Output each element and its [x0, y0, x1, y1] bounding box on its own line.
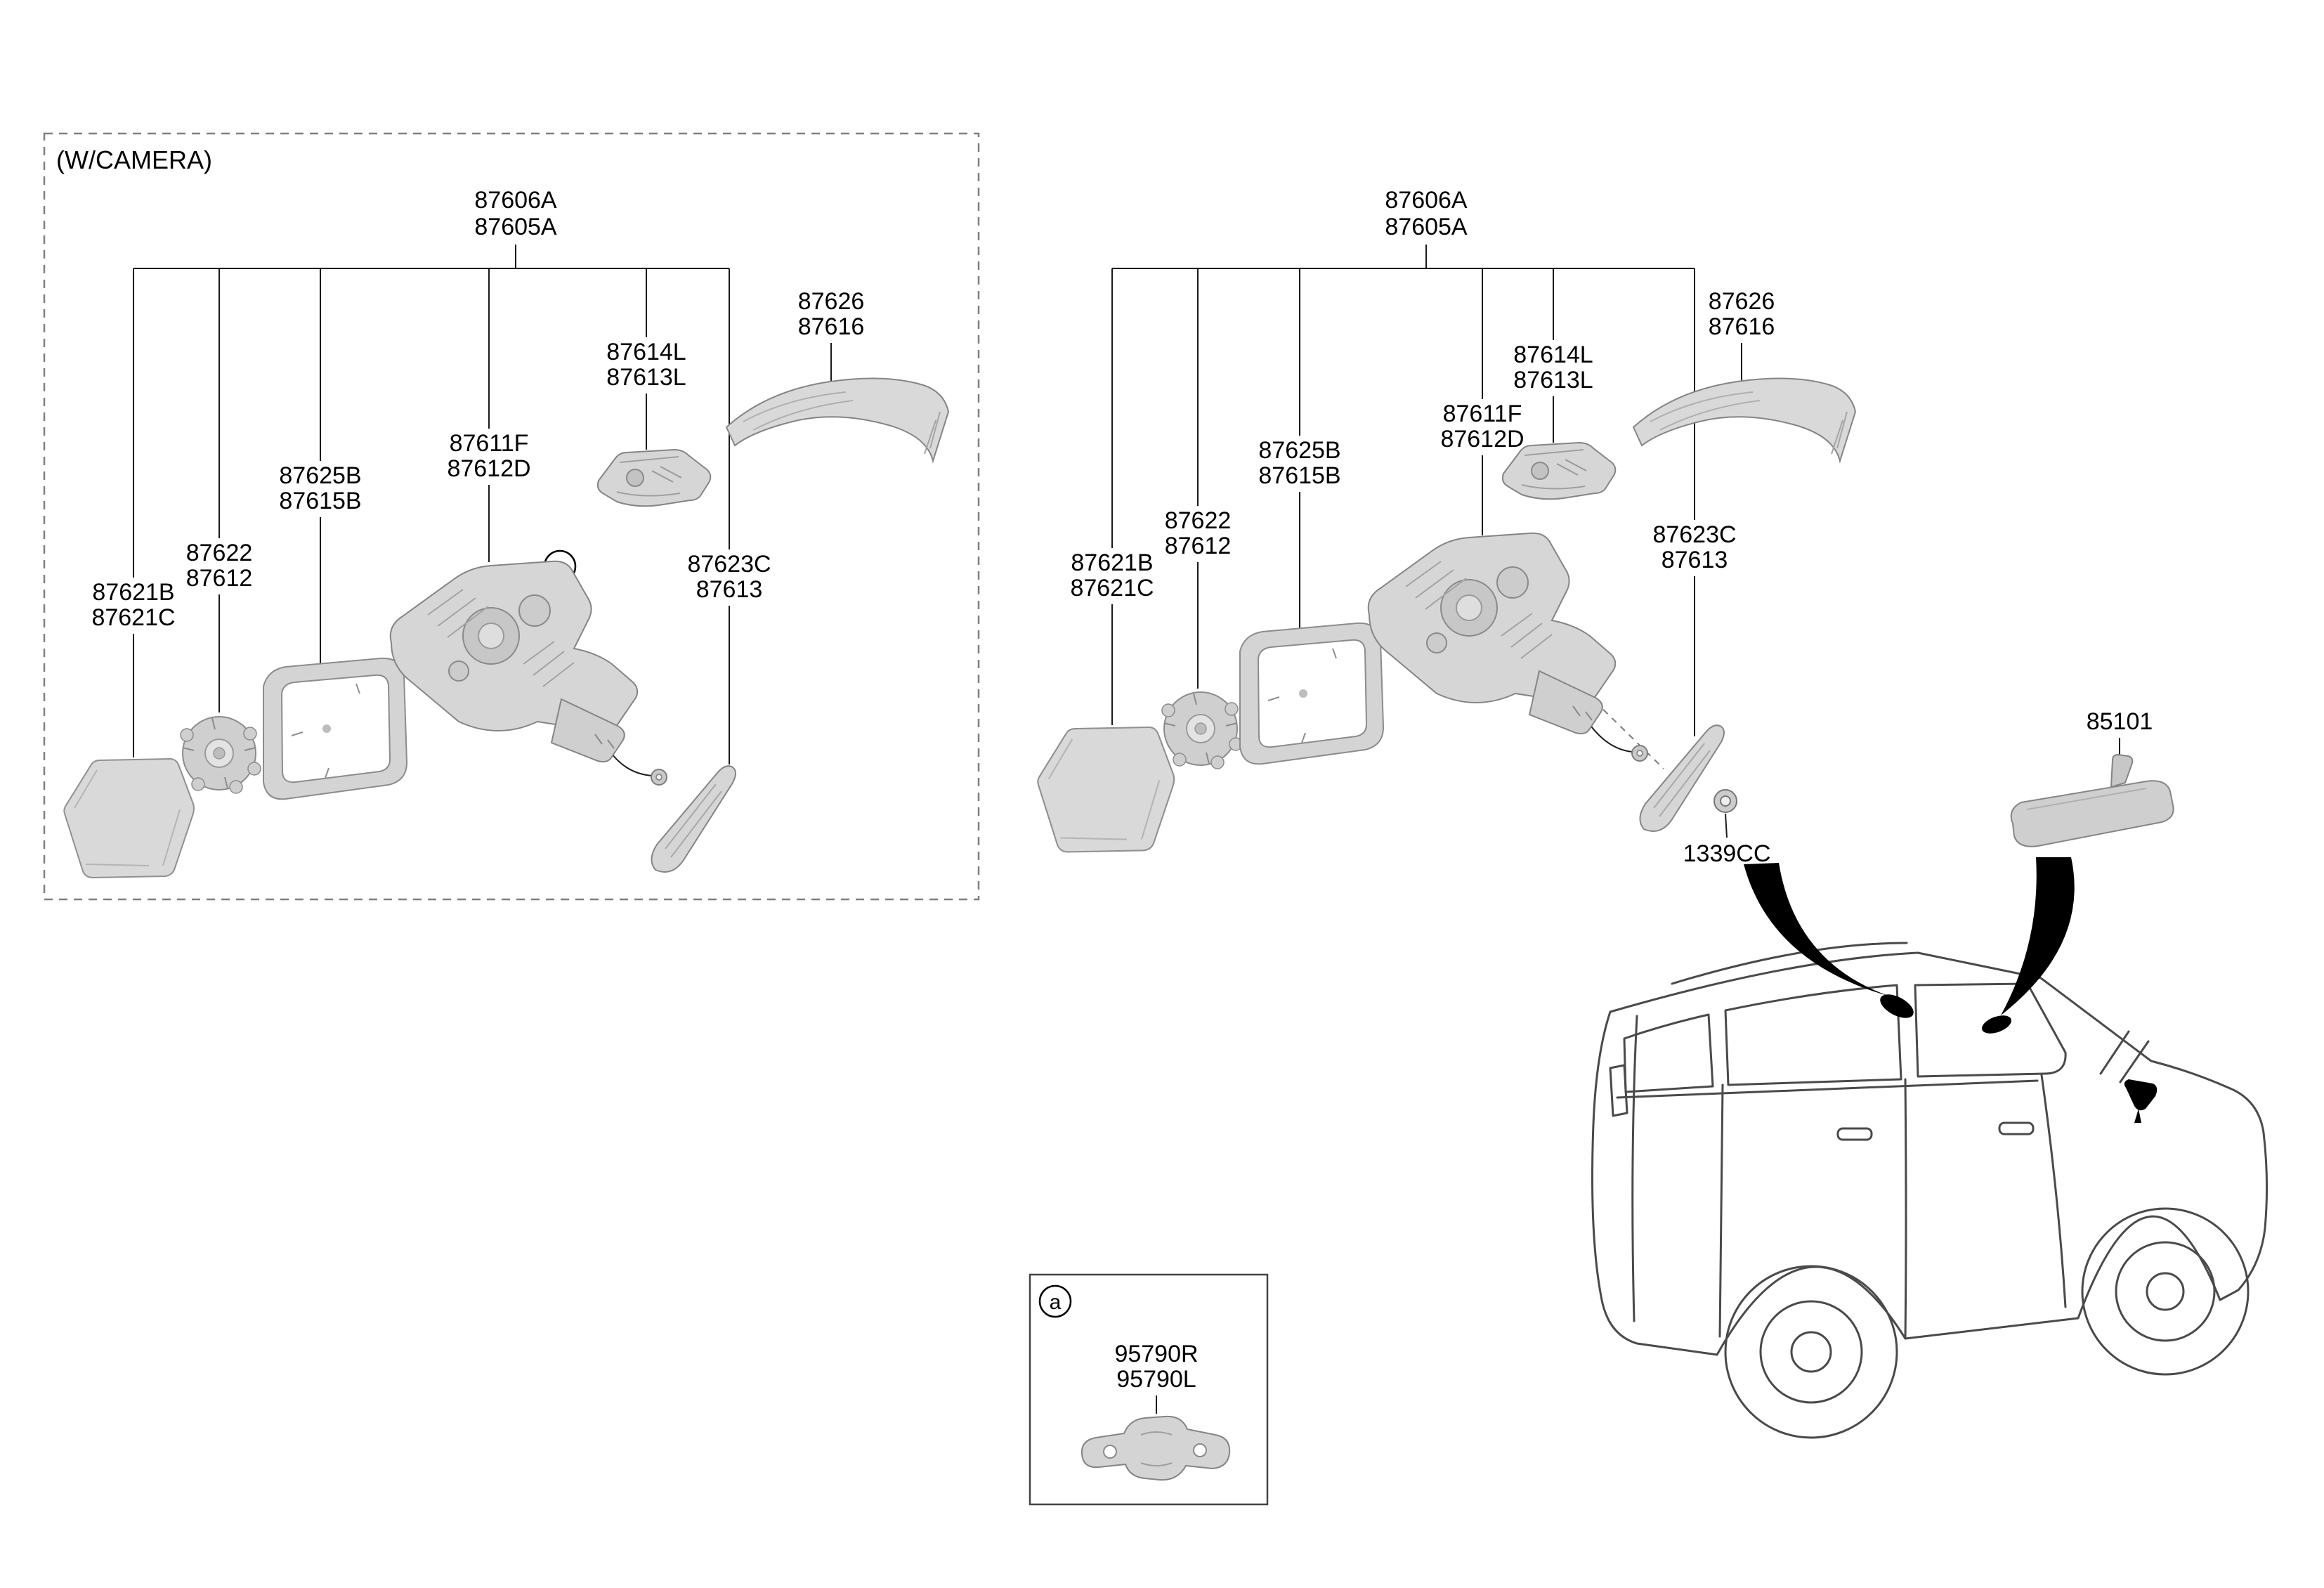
vehicle-window-front-door [1914, 982, 2067, 1078]
right-labels: 87606A 87605A 87626 87616 87614L 87613L … [1070, 187, 2153, 867]
part-number-mirror-assembly-1: 87606A [1385, 187, 1468, 214]
part-number-mirror-assembly-1: 87606A [474, 187, 557, 214]
part-number-camera-bracket-1: 95790R [1114, 1341, 1198, 1367]
vehicle-door-cutlines [1718, 1074, 2067, 1340]
detail-box-border [1029, 1273, 1269, 1506]
part-number-glass-2: 87621C [91, 604, 175, 631]
door-mirror-silhouette [2124, 1079, 2157, 1111]
left-labels: 87606A 87605A 87626 87616 87614L 87613L … [91, 187, 864, 631]
part-number-cover-2: 87616 [1709, 313, 1775, 340]
part-number-holder-2: 87615B [1258, 462, 1340, 489]
part-number-glass-1: 87621B [92, 579, 174, 606]
vehicle-taillight [1609, 1064, 1628, 1117]
arrow-inside-mirror-location [2001, 857, 2075, 1015]
vehicle-roof-rail [1671, 942, 1908, 985]
actuator-part-right [1161, 691, 1243, 769]
left-leader-lines [133, 245, 832, 776]
part-number-garnish-1: 87623C [1652, 521, 1736, 548]
vehicle-rear-wheel-rim [1759, 1300, 1863, 1404]
part-number-actuator-2: 87612 [186, 565, 253, 592]
vehicle-body-outline [1591, 951, 2268, 1356]
vehicle-front-wheel-rim [2115, 1241, 2216, 1342]
part-number-housing-2: 87612D [1440, 426, 1524, 453]
arrow-side-mirror-location [1744, 863, 1890, 996]
vehicle-front-wheel-hub [2146, 1272, 2185, 1311]
part-number-holder-2: 87615B [279, 488, 361, 514]
part-number-mirror-assembly-2: 87605A [474, 214, 557, 240]
part-number-camera-bracket-2: 95790L [1116, 1366, 1196, 1393]
mirror-housing-part-right [1367, 532, 1617, 735]
detail-callout-a: a [1038, 1284, 1072, 1318]
part-number-glass-1: 87621B [1071, 549, 1153, 576]
vehicle-beltline [1616, 1079, 2039, 1099]
standard-mirror-section: 87606A 87605A 87626 87616 87614L 87613L … [1037, 187, 2174, 867]
with-camera-label: (W/CAMERA) [56, 145, 212, 174]
callout-a-letter: a [1050, 1291, 1062, 1314]
door-mirror-silhouette-stem [2134, 1109, 2141, 1123]
right-leader-lines [1111, 245, 2120, 838]
inside-mirror-part [2010, 754, 2174, 847]
part-number-lamp-2: 87613L [1513, 367, 1593, 393]
mirror-glass-part-left [63, 758, 195, 878]
part-number-mirror-assembly-2: 87605A [1385, 214, 1468, 240]
vehicle-window-sliding-door [1724, 984, 1902, 1086]
mirror-holder-part-left [263, 657, 407, 800]
inside-mirror-marker [1981, 1015, 2012, 1034]
mirror-cover-part-right [1633, 377, 1856, 462]
part-number-housing-1: 87611F [450, 430, 529, 457]
part-number-glass-2: 87621C [1070, 575, 1154, 601]
wire-connector-right [1631, 745, 1648, 762]
nut-part [1713, 789, 1737, 813]
vehicle-front-wheel [2081, 1207, 2250, 1376]
actuator-part-left [180, 716, 261, 794]
right-parts [1037, 377, 2174, 853]
part-number-nut: 1339CC [1683, 840, 1771, 867]
with-camera-section: (W/CAMERA) 87606A 87605A 87626 87616 876… [43, 132, 980, 901]
garnish-part-right [1639, 724, 1725, 832]
part-number-lamp-1: 87614L [606, 339, 686, 365]
part-number-actuator-1: 87622 [1165, 507, 1232, 534]
mirror-glass-part-right [1037, 726, 1175, 853]
detail-box-section: a 95790R 95790L [1029, 1273, 1269, 1506]
wire-connector-left [651, 769, 667, 786]
mirror-holder-part-right [1239, 622, 1384, 765]
part-number-garnish-1: 87623C [687, 551, 771, 578]
part-number-holder-1: 87625B [1258, 437, 1340, 464]
signal-lamp-part-left [596, 449, 712, 507]
location-arrows [1744, 857, 2157, 1123]
part-number-cover-1: 87626 [1709, 288, 1775, 315]
vehicle-illustration [1591, 942, 2268, 1439]
vehicle-window-rear-quarter [1623, 1013, 1714, 1093]
part-number-cover-2: 87616 [798, 313, 865, 340]
vehicle-rear-hatch-line [1631, 1015, 1638, 1322]
part-number-garnish-2: 87613 [696, 576, 763, 603]
vehicle-door-handle-front [1998, 1121, 2035, 1135]
part-number-holder-1: 87625B [279, 462, 361, 489]
mirror-housing-part-left [389, 560, 639, 763]
mirror-cover-part-left [726, 377, 949, 462]
vehicle-rear-wheel-hub [1790, 1331, 1832, 1373]
part-number-cover-1: 87626 [798, 288, 865, 315]
camera-bracket-part [1081, 1415, 1231, 1481]
vehicle-door-handle-rear [1836, 1127, 1873, 1141]
part-number-housing-1: 87611F [1443, 401, 1522, 427]
vehicle-wipers [2099, 1030, 2150, 1083]
part-number-housing-2: 87612D [447, 455, 530, 482]
with-camera-dashed-box [43, 132, 980, 901]
part-number-inside-mirror: 85101 [2087, 708, 2153, 735]
side-mirror-marker [1880, 994, 1914, 1018]
part-number-lamp-2: 87613L [606, 364, 686, 391]
signal-lamp-part-right [1501, 442, 1617, 500]
part-number-actuator-1: 87622 [186, 540, 253, 566]
part-number-actuator-2: 87612 [1165, 533, 1232, 559]
part-number-lamp-1: 87614L [1513, 341, 1593, 368]
vehicle-rear-wheel [1724, 1265, 1898, 1439]
part-number-garnish-2: 87613 [1662, 547, 1728, 573]
